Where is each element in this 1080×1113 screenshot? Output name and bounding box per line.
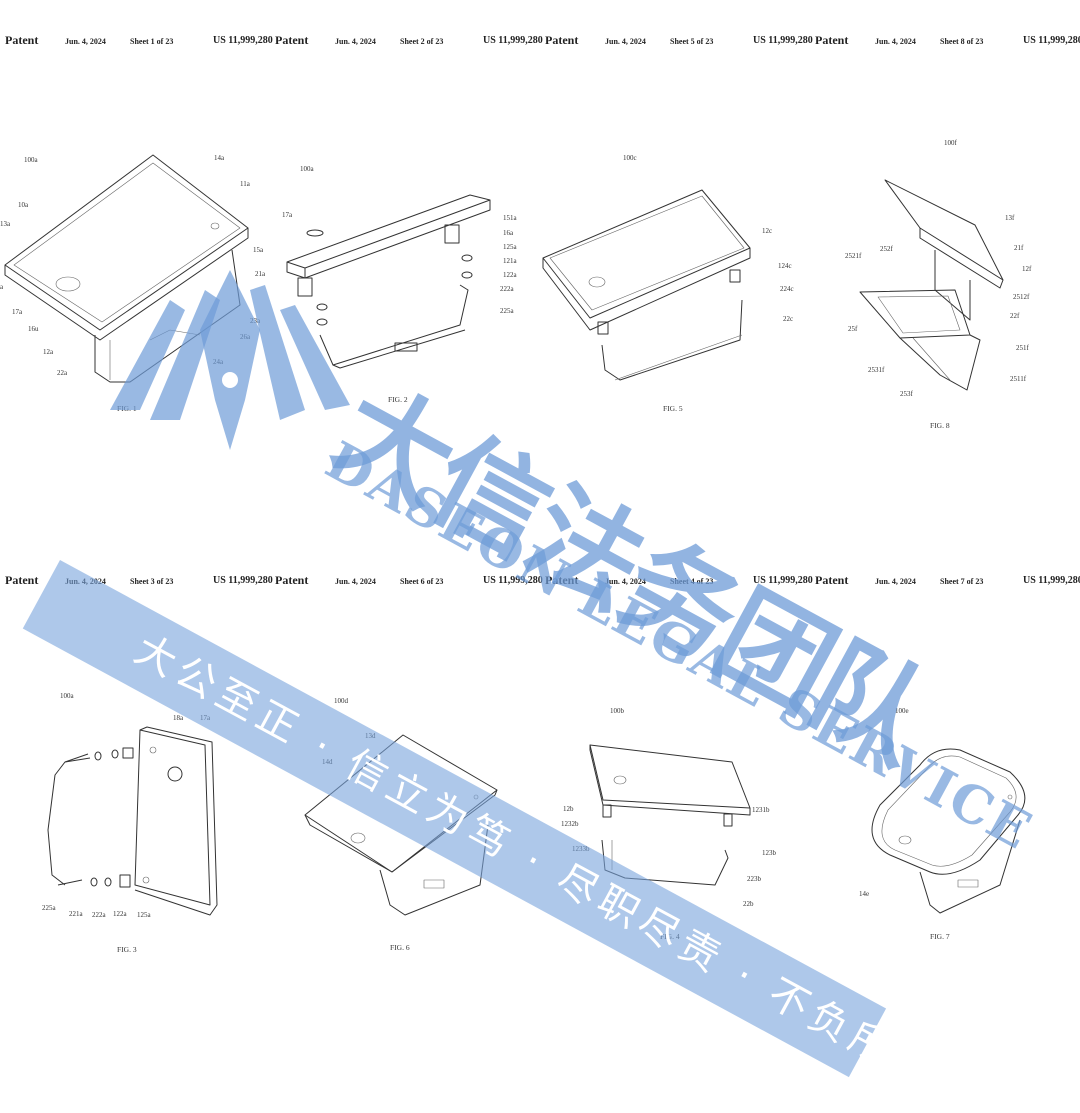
ref-label: 100d [334,697,348,705]
ref-label: 100e [895,707,909,715]
date: Jun. 4, 2024 [875,577,916,586]
ref-label: 13d [365,732,376,740]
fig1-drawing [4,154,249,383]
ref-label: 12a [43,348,54,356]
ref-label: 125a [137,911,151,919]
patent-number: US 11,999,280 [1023,35,1080,46]
ref-label: 100a [24,156,38,164]
ref-label: 251f [1016,344,1029,352]
figure-caption: FIG. 6 [390,943,410,952]
figure-caption: FIG. 8 [930,421,950,430]
ref-label: 13a [0,220,11,228]
ref-label: 11a [240,180,250,188]
ref-label: 221a [69,910,83,918]
figure-caption: FIG. 3 [117,945,137,954]
ref-label: 222a [92,911,106,919]
ref-label: 121a [503,257,517,265]
fig3-drawing [47,726,218,916]
ref-label: 252f [880,245,893,253]
ref-label: 100c [623,154,637,162]
sheet-number: Sheet 5 of 23 [670,37,714,46]
fig4-drawing [589,744,751,886]
patent-drawings [4,154,1026,916]
date: Jun. 4, 2024 [875,37,916,46]
ref-label: 21f [1014,244,1024,252]
patent-label: Patent [275,33,309,47]
ref-label: 222a [500,285,514,293]
ref-label: 21a [255,270,266,278]
ref-label: 100a [60,692,74,700]
ref-label: 16a [503,229,514,237]
ref-label: 14e [859,890,870,898]
ref-label: 1232b [561,820,579,828]
fig7-drawing [871,748,1026,914]
figure-caption: FIG. 2 [388,395,408,404]
ref-label: 124c [778,262,792,270]
ref-label: 2531f [868,366,885,374]
ref-label: 125a [503,243,517,251]
ref-label: 23a [250,317,261,325]
ref-label: 2511f [1010,375,1027,383]
date: Jun. 4, 2024 [65,37,106,46]
ref-label: 22f [1010,312,1020,320]
ref-label: 17a [200,714,211,722]
ref-label: 1233b [572,845,590,853]
fig8-drawing [859,179,1004,391]
patent-number: US 11,999,280 [483,35,543,46]
patent-label: Patent [545,33,579,47]
ref-label: 223b [747,875,761,883]
sheet-number: Sheet 2 of 23 [400,37,444,46]
ref-label: 12f [1022,265,1032,273]
ref-label: 24a [213,358,224,366]
ref-label: 17a [12,308,23,316]
fig6-drawing [304,734,498,916]
ref-label: 225a [500,307,514,315]
patent-number: US 11,999,280 [753,35,813,46]
ref-label: 100a [300,165,314,173]
ref-label: 14d [322,758,333,766]
ref-label: 17a [282,211,293,219]
ref-label: 25f [848,325,858,333]
ref-label: a [0,283,4,291]
ref-label: 100f [944,139,957,147]
ref-label: 225a [42,904,56,912]
ref-label: 22c [783,315,794,323]
fig5-drawing [542,189,751,381]
ref-label: 18a [173,714,184,722]
ref-label: 22b [743,900,754,908]
ref-label: 224c [780,285,794,293]
patent-label: Patent [5,33,39,47]
ref-label: 14a [214,154,225,162]
ref-label: 2512f [1013,293,1030,301]
ref-label: 12c [762,227,773,235]
date: Jun. 4, 2024 [605,37,646,46]
ref-label: 12b [563,805,574,813]
sheet-number: Sheet 8 of 23 [940,37,984,46]
ref-label: 122a [113,910,127,918]
ref-label: 100b [610,707,624,715]
sheet-number: Sheet 1 of 23 [130,37,174,46]
ref-label: 253f [900,390,913,398]
ref-label: 16u [28,325,39,333]
ref-label: 123b [762,849,776,857]
patent-number: US 11,999,280 [213,35,273,46]
patent-label: Patent [815,33,849,47]
date: Jun. 4, 2024 [335,37,376,46]
figure-caption: FIG. 7 [930,932,950,941]
ref-label: 10a [18,201,29,209]
figure-caption: FIG. 4 [660,932,680,941]
ref-label: 151a [503,214,517,222]
ref-label: 22a [57,369,68,377]
fig2-drawing [286,194,491,369]
ref-label: 13f [1005,214,1015,222]
ref-label: 2521f [845,252,862,260]
patent-number: US 11,999,280 [1023,575,1080,586]
ref-label: 26a [240,333,251,341]
ref-label: 1231b [752,806,770,814]
sheet-number: Sheet 7 of 23 [940,577,984,586]
ref-label: 122a [503,271,517,279]
figure-caption: FIG. 1 [117,404,137,413]
ref-label: 15a [253,246,264,254]
figure-caption: FIG. 5 [663,404,683,413]
